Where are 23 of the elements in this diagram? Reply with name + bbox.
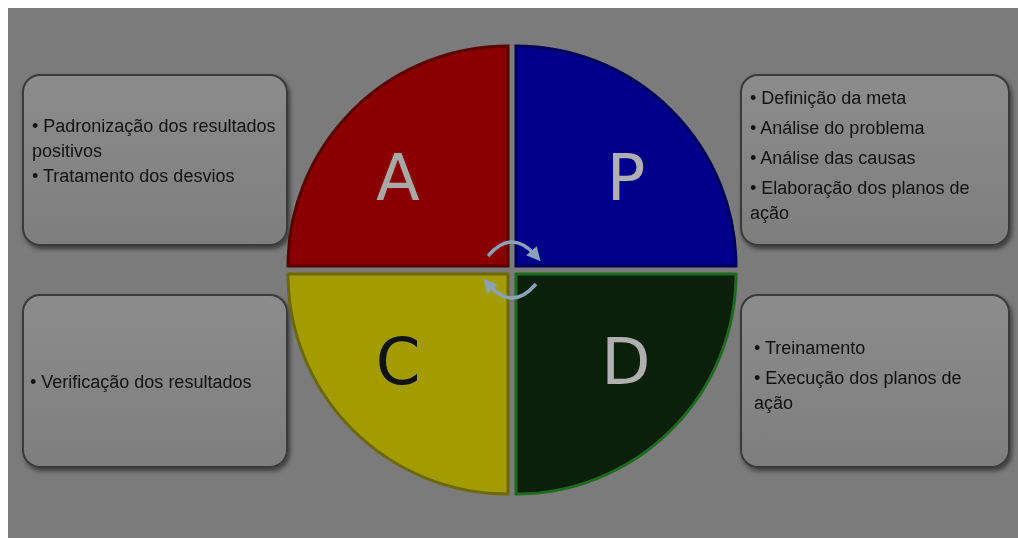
bullet-text: • Análise das causas xyxy=(750,147,917,170)
text-panel xyxy=(22,294,288,468)
bullet-text: • Treinamento xyxy=(754,337,867,360)
bullet-text: • Execução dos planos de ação xyxy=(754,367,963,415)
quadrant-letter: C xyxy=(374,327,422,397)
cycle-arrow xyxy=(486,240,541,262)
text-panel xyxy=(740,294,1010,468)
bullet-text: • Verificação dos resultados xyxy=(30,371,253,394)
bullet-text: • Tratamento dos desvios xyxy=(32,165,236,188)
quadrant-letter: A xyxy=(375,143,421,213)
quadrant xyxy=(516,46,736,266)
quadrant-letter: D xyxy=(600,327,652,397)
quadrant xyxy=(288,274,508,494)
bullet-text: • Análise do problema xyxy=(750,117,926,140)
bullet-text: • Elaboração dos planos de ação xyxy=(750,177,971,225)
quadrant xyxy=(288,46,508,266)
cycle-arrow xyxy=(483,278,538,300)
text-panel xyxy=(22,74,288,246)
quadrant-letter: P xyxy=(605,143,647,213)
bullet-text: • Definição da meta xyxy=(750,87,908,110)
bullet-text: • Padronização dos resultados positivos xyxy=(32,115,277,163)
text-panel xyxy=(740,74,1010,246)
quadrant xyxy=(516,274,736,494)
